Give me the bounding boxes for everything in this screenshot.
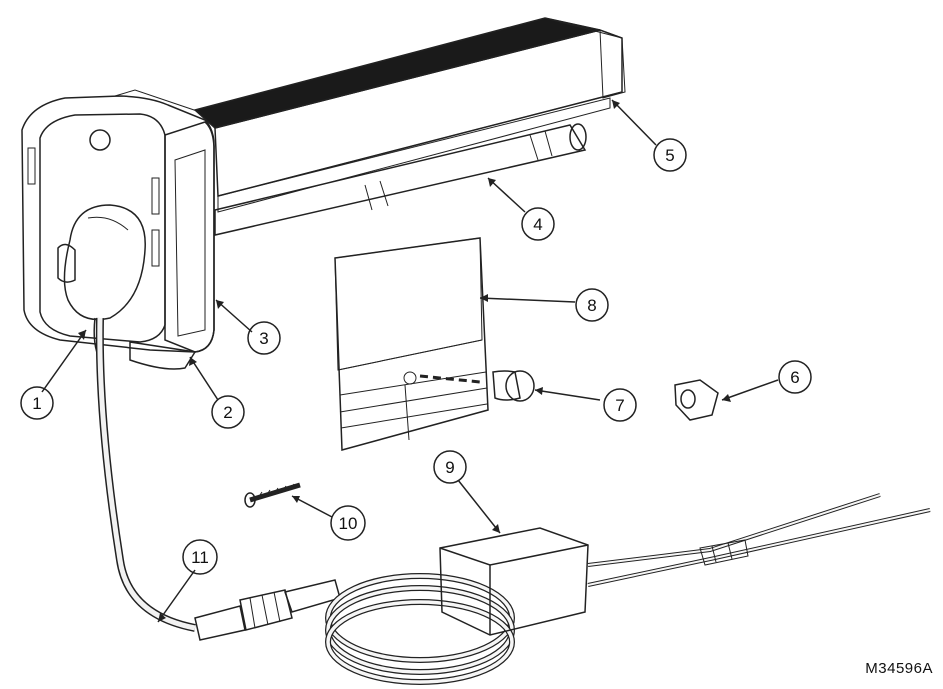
- svg-text:10: 10: [339, 514, 358, 533]
- svg-text:4: 4: [533, 215, 542, 234]
- uv-lamp: [214, 123, 587, 236]
- callout-2: 2: [211, 395, 245, 429]
- svg-text:6: 6: [790, 368, 799, 387]
- callout-9: 9: [433, 450, 467, 484]
- svg-text:2: 2: [223, 403, 232, 422]
- svg-text:9: 9: [445, 458, 454, 477]
- coiled-cable: [325, 573, 515, 685]
- svg-text:3: 3: [259, 329, 268, 348]
- svg-text:5: 5: [665, 146, 674, 165]
- svg-text:8: 8: [587, 296, 596, 315]
- figure-code: M34596A: [865, 660, 933, 677]
- callout-8: 8: [575, 288, 609, 322]
- plug: [419, 370, 535, 402]
- grommet: [674, 379, 719, 421]
- control-head: [21, 89, 215, 370]
- callout-10: 10: [330, 505, 366, 541]
- callout-6: 6: [778, 360, 812, 394]
- callout-3: 3: [247, 321, 281, 355]
- svg-text:7: 7: [615, 396, 624, 415]
- callout-5: 5: [653, 138, 687, 172]
- power-supply: [439, 493, 931, 636]
- svg-text:11: 11: [191, 548, 209, 567]
- callout-4: 4: [521, 207, 555, 241]
- svg-text:1: 1: [32, 394, 41, 413]
- cord-connector: [194, 579, 341, 641]
- callout-7: 7: [603, 388, 637, 422]
- callout-11: 11: [182, 539, 218, 575]
- warning-label: [334, 237, 489, 451]
- leader-lines: [41, 99, 779, 623]
- power-cord: [95, 317, 196, 632]
- screw: [244, 482, 301, 508]
- uv-chamber-housing: [193, 17, 626, 213]
- callout-1: 1: [20, 386, 54, 420]
- callouts: 1 2 3 4 5 6 7 8: [20, 138, 812, 575]
